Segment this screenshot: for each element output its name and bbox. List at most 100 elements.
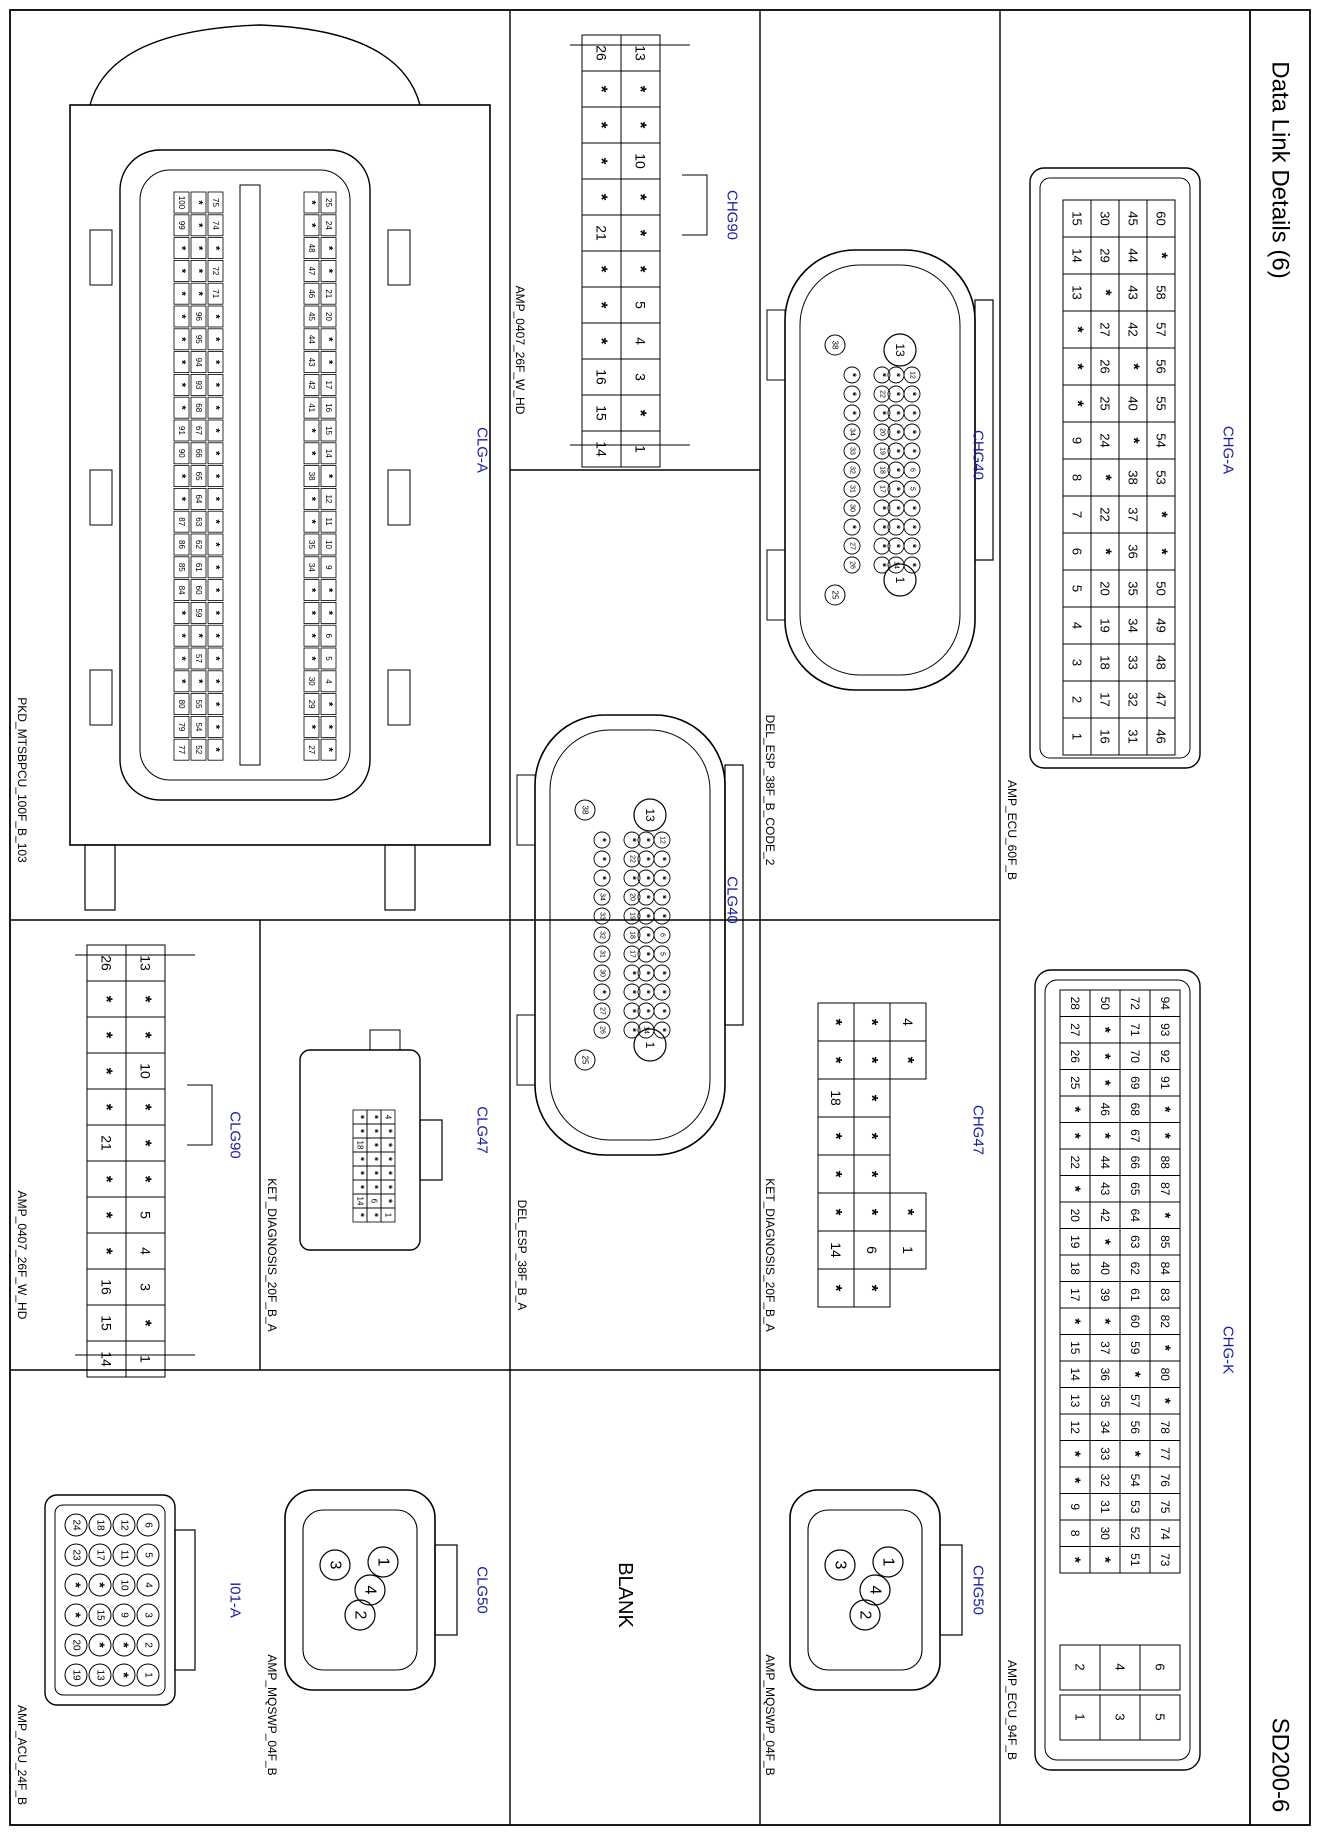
pin-cell [303, 602, 320, 624]
pin-number: 24 [71, 1519, 82, 1531]
pin-cell [190, 328, 207, 351]
pin-number: 17 [629, 950, 636, 958]
connector-housing [789, 1489, 941, 1691]
pin-socket [574, 799, 596, 821]
pin-number: 1 [384, 1213, 393, 1218]
pin-socket [637, 1002, 655, 1020]
key-rib [516, 774, 536, 846]
part-number: DEL_ESP_38F_B_CODE_2 [763, 715, 777, 866]
pin-number: 38 [1126, 470, 1141, 484]
unused-pin: * [176, 383, 188, 388]
unused-pin: * [1067, 1557, 1084, 1563]
pin-number: 16 [1098, 729, 1113, 743]
pin-cell [320, 442, 337, 465]
pin-socket [88, 1573, 112, 1597]
unused-pin: * [631, 266, 650, 273]
pin-cell [173, 351, 190, 374]
page-code: SD200-6 [1267, 1718, 1294, 1813]
unused-pin: * [210, 725, 222, 730]
pin-number: 1 [893, 577, 907, 584]
pin-socket [112, 1513, 136, 1537]
unused-pin: * [116, 1672, 132, 1678]
pin-number: 15 [1068, 1341, 1082, 1355]
power-pin [883, 333, 917, 367]
pin-socket [136, 1633, 160, 1657]
pin-number: 19 [71, 1669, 82, 1681]
pin-number: 30 [1098, 1527, 1112, 1541]
pin-number: 34 [307, 563, 316, 572]
unused-pin: * [323, 269, 335, 274]
pin-number: 27 [599, 1007, 606, 1015]
unused-pin: * [210, 314, 222, 319]
pin-socket [873, 442, 891, 460]
pin-number: 79 [177, 722, 186, 731]
unused-pin: * [92, 1642, 108, 1648]
unused-pin: * [827, 1171, 846, 1178]
pin-number: 69 [1128, 1076, 1142, 1090]
pin-number: 8 [1068, 1530, 1082, 1537]
pin-cell [320, 738, 337, 761]
unused-pin: * [323, 337, 335, 342]
pin-cell [173, 693, 190, 715]
unused-pin: * [907, 506, 918, 510]
unused-pin: * [323, 725, 335, 730]
pin-socket [843, 556, 861, 574]
pin-cell [303, 396, 320, 419]
latch [434, 1544, 458, 1636]
pin-cell [173, 602, 190, 624]
unused-pin: * [323, 748, 335, 753]
panel-blank: BLANK [614, 1562, 636, 1628]
pin-socket [824, 584, 846, 606]
pin-number: 4 [1113, 1663, 1128, 1670]
pin-number: 37 [1098, 1341, 1112, 1355]
pin-socket [623, 888, 641, 906]
pin-number: 19 [879, 447, 886, 455]
pin-number: 88 [1158, 1156, 1172, 1170]
unused-pin: * [899, 1057, 918, 1064]
pin-number: 3 [633, 373, 649, 381]
pin-socket [637, 850, 655, 868]
pin-number: 63 [1128, 1235, 1142, 1249]
unused-pin: * [369, 1129, 380, 1133]
pin-number: 18 [1068, 1262, 1082, 1276]
pin-number: 18 [95, 1519, 106, 1531]
unused-pin: * [210, 542, 222, 547]
pin-socket [873, 480, 891, 498]
pin-number: 72 [1128, 997, 1142, 1011]
pin-number: 6 [370, 1199, 379, 1204]
pin-socket [593, 831, 611, 849]
pin-cell [320, 351, 337, 374]
pin-number: 27 [849, 542, 856, 550]
pin-socket [623, 907, 641, 925]
pin-number: 93 [194, 380, 203, 389]
pin-number: 80 [1158, 1368, 1172, 1382]
pin-number: 33 [849, 447, 856, 455]
pin-number: 20 [324, 312, 333, 321]
connector-housing-inner [807, 1509, 923, 1671]
unused-pin: * [827, 1285, 846, 1292]
pin-cell [320, 487, 337, 510]
pin-number: 2 [352, 1611, 369, 1620]
connector-shroud-inner [139, 169, 351, 781]
pin-number: 83 [1158, 1288, 1172, 1302]
unused-pin: * [907, 525, 918, 529]
unused-pin: * [1067, 1477, 1084, 1483]
pin-socket [623, 945, 641, 963]
pin-number: 35 [1126, 581, 1141, 595]
pin-number: 62 [1128, 1262, 1142, 1276]
pin-cell [207, 647, 224, 670]
pin-cell [1059, 1644, 1101, 1691]
pin-number: 30 [599, 969, 606, 977]
pin-number: 14 [99, 1351, 115, 1367]
connector-housing-inner [799, 264, 961, 676]
pin-socket [887, 499, 905, 517]
pin-number: 21 [594, 225, 610, 241]
pin-number: 74 [211, 221, 220, 230]
pin-number: 42 [1126, 322, 1141, 336]
pin-number: 24 [1098, 433, 1113, 447]
unused-pin: * [1127, 1451, 1144, 1457]
pin-number: 1 [643, 1042, 657, 1049]
pin-socket [873, 461, 891, 479]
part-number: DEL_ESP_38F_B_A [515, 1200, 529, 1311]
unused-pin: * [1097, 1557, 1114, 1563]
